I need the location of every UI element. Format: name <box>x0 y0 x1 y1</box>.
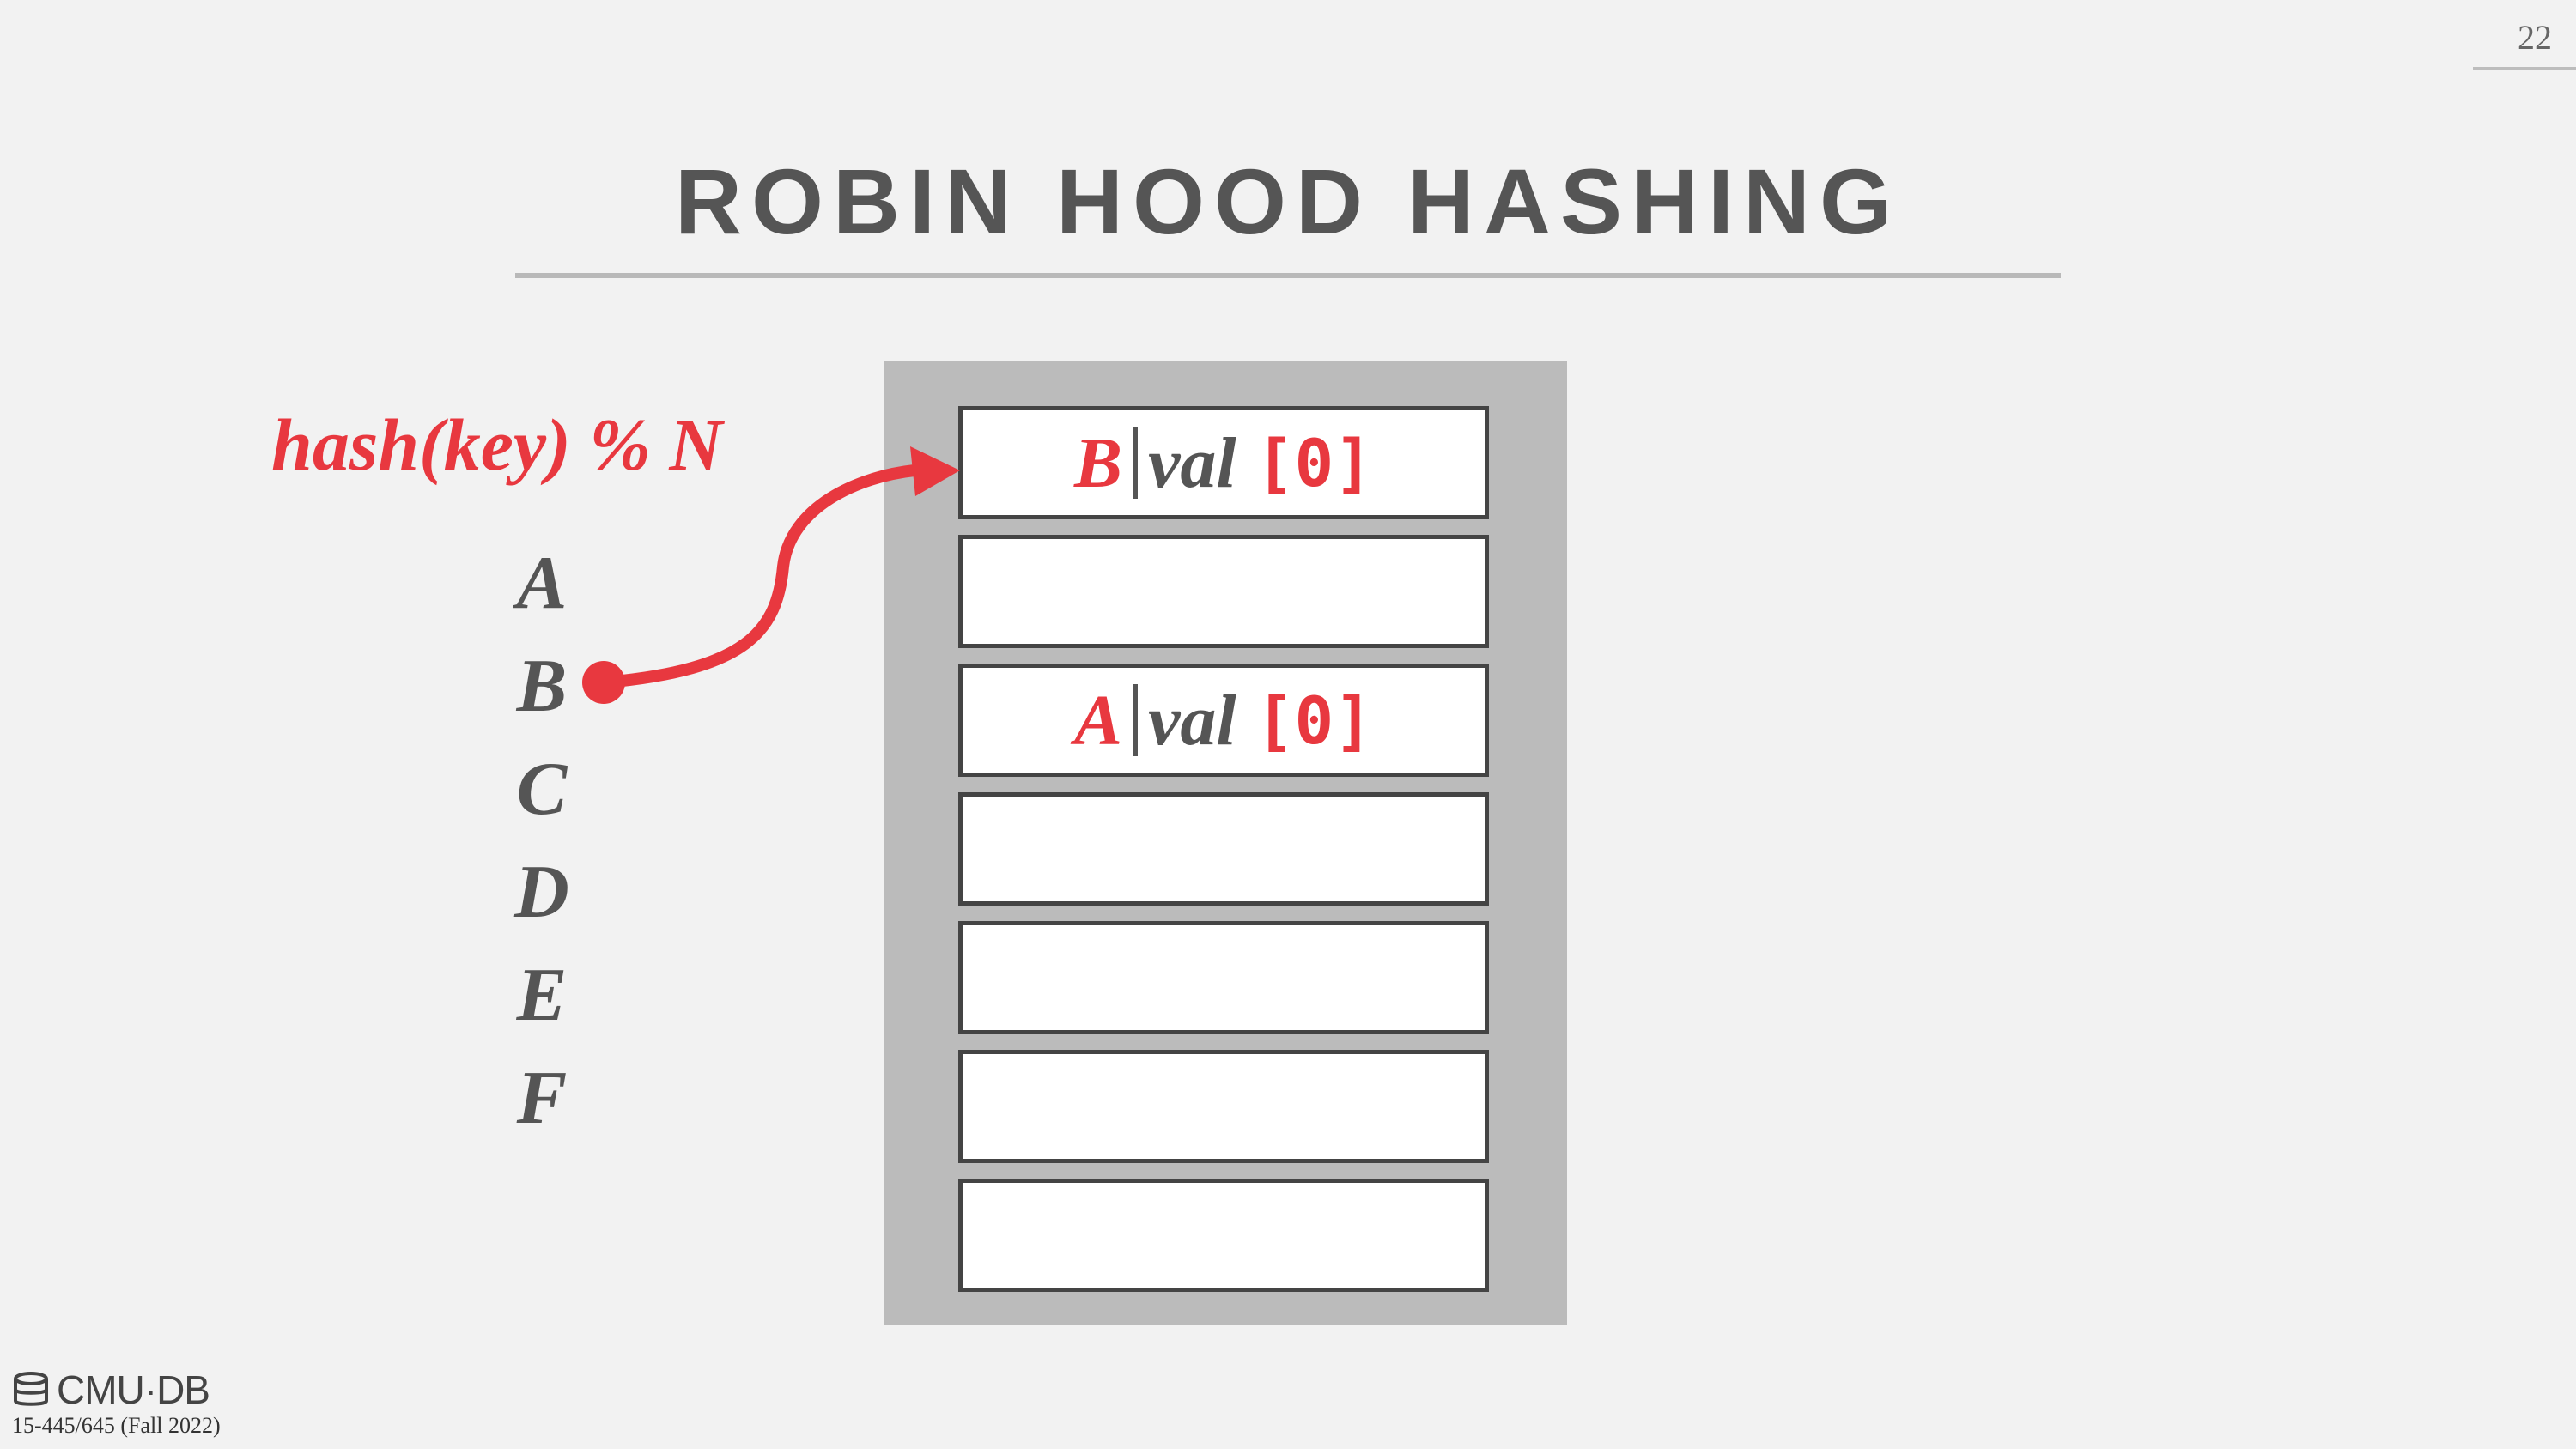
key-d: D <box>514 851 569 934</box>
hash-slot-1 <box>958 535 1489 648</box>
entry-index: [0] <box>1255 424 1373 501</box>
key-c: C <box>516 748 568 831</box>
entry-key: A <box>1074 680 1123 761</box>
title-underline <box>515 273 2061 278</box>
hash-slot-0: B val [0] <box>958 406 1489 519</box>
entry-index: [0] <box>1255 682 1373 759</box>
entry-value-label: val <box>1148 680 1236 761</box>
slot-entry: B val [0] <box>1074 421 1373 505</box>
entry-separator <box>1133 427 1139 499</box>
logo-text: CMU·DB <box>57 1367 210 1412</box>
key-b: B <box>516 645 568 728</box>
page-number: 22 <box>2518 18 2552 57</box>
key-list: A B C D E F <box>512 532 572 1150</box>
hash-slot-4 <box>958 921 1489 1034</box>
hash-function-label: hash(key) % N <box>271 403 723 486</box>
database-icon <box>14 1372 48 1406</box>
entry-value-label: val <box>1148 422 1236 503</box>
arrow-origin-dot <box>582 661 625 704</box>
key-a: A <box>516 542 568 625</box>
hash-slot-5 <box>958 1050 1489 1163</box>
hash-slot-6 <box>958 1179 1489 1292</box>
slide-title: ROBIN HOOD HASHING <box>674 149 1902 253</box>
cmu-db-logo: CMU·DB <box>12 1367 210 1413</box>
entry-separator <box>1133 684 1139 756</box>
hash-slot-2: A val [0] <box>958 664 1489 777</box>
key-e: E <box>516 954 568 1037</box>
page-number-rule <box>2473 67 2576 70</box>
key-f: F <box>516 1057 568 1140</box>
arrow-curve <box>599 464 920 688</box>
course-label: 15-445/645 (Fall 2022) <box>12 1413 221 1438</box>
entry-key: B <box>1074 422 1123 503</box>
slot-entry: A val [0] <box>1074 679 1373 762</box>
hash-slot-3 <box>958 792 1489 906</box>
